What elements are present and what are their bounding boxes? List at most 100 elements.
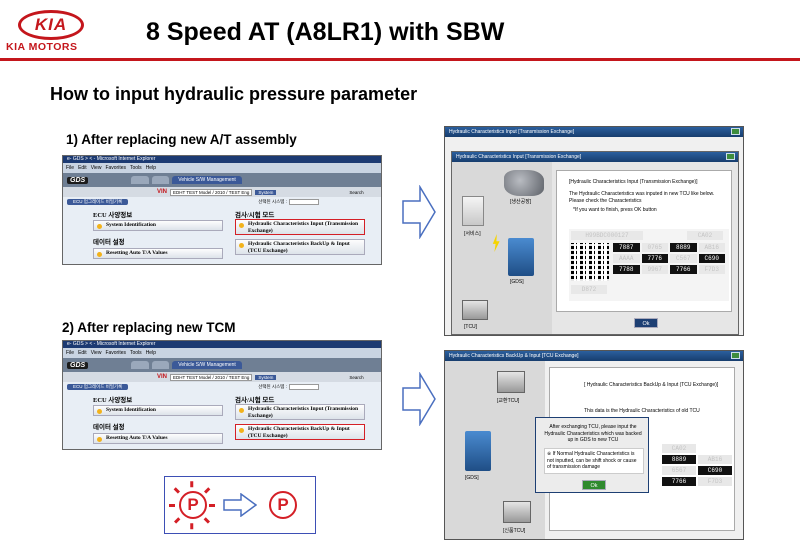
header-rule — [0, 58, 800, 61]
test-mode-heading: 검사/시험 모드 — [235, 212, 275, 219]
menu-item-tools[interactable]: Tools — [130, 165, 142, 171]
inner-dialog-title: Hydraulic Characteristics Input [Transmi… — [452, 152, 738, 162]
park-shift-box: P P — [164, 476, 316, 534]
park-flash-icon: P — [179, 491, 207, 519]
crumb-row: ECU 업그레이드 비밀기록 선택된 시스템 : — [63, 197, 381, 207]
data-setting-heading: 데이터 설정 — [93, 424, 125, 431]
code-header: H99BDC000127 — [571, 231, 643, 240]
resetting-button[interactable]: Resetting Auto T/A Values — [93, 248, 223, 259]
code-cell: 9967 — [641, 265, 668, 274]
selected-system-field — [288, 199, 319, 205]
vin-field[interactable]: EDHT TEST Model / 2010 / TEST Eng — [170, 373, 253, 381]
diagram-pane: [교환TCU] [GDS] [신품TCU] — [445, 361, 545, 539]
window-title: e- GDS > < - Microsoft Internet Explorer — [63, 341, 381, 348]
menu-item-edit[interactable]: Edit — [78, 165, 87, 171]
gds-topbar: GDS Vehicle S/W Management — [63, 173, 381, 187]
menu-item-favorites[interactable]: Favorites — [105, 350, 126, 356]
button-label: Hydraulic Characteristics BackUp & Input… — [248, 426, 350, 439]
bullet-icon — [97, 409, 102, 414]
resetting-button[interactable]: Resetting Auto T/A Values — [93, 433, 223, 444]
gds-logo: GDS — [67, 361, 89, 369]
tcu-label: [TCU] — [464, 324, 478, 330]
data-setting-heading: 데이터 설정 — [93, 239, 125, 246]
button-label: Hydraulic Characteristics Input (Transmi… — [248, 221, 359, 234]
menu-item-view[interactable]: View — [90, 165, 102, 171]
gds-logo: GDS — [67, 176, 89, 184]
code-cell: 7887 — [613, 243, 640, 252]
vin-label: VIN — [157, 189, 168, 195]
menu-item-tools[interactable]: Tools — [130, 350, 142, 356]
close-icon[interactable] — [731, 128, 740, 135]
new-tcu-icon — [503, 501, 531, 523]
popup-warning: ※ If Normal Hydraulic Characteristics is… — [544, 448, 644, 474]
tab-blank-1[interactable] — [131, 176, 149, 184]
dialog-title: Hydraulic Characteristics Input [Transmi… — [445, 127, 743, 137]
hydraulic-input-button[interactable]: Hydraulic Characteristics Input (Transmi… — [235, 219, 365, 235]
park-icon: P — [269, 491, 297, 519]
tab-blank-1[interactable] — [131, 361, 149, 369]
menu-item-file[interactable]: File — [66, 350, 75, 356]
breadcrumb[interactable]: ECU 업그레이드 비밀기록 — [67, 384, 129, 390]
bullet-icon — [239, 428, 244, 433]
code-cell: 7788 — [613, 265, 640, 274]
hydraulic-backup-button[interactable]: Hydraulic Characteristics BackUp & Input… — [235, 239, 365, 255]
menu-item-file[interactable]: File — [66, 165, 75, 171]
vin-bar: VIN EDHT TEST Model / 2010 / TEST Eng Sy… — [63, 187, 381, 197]
system-button[interactable]: System — [255, 374, 277, 380]
bullet-icon — [239, 243, 244, 248]
server-icon — [462, 196, 484, 226]
code-cell: C690 — [698, 466, 732, 475]
menu-item-help[interactable]: Help — [145, 350, 156, 356]
hydraulic-backup-dialog: Hydraulic Characteristics BackUp & Input… — [444, 350, 744, 540]
tab-blank-2[interactable] — [151, 361, 170, 369]
gds-device-icon — [465, 431, 491, 471]
flash-ray — [190, 481, 194, 488]
flash-ray — [190, 523, 194, 530]
ok-button[interactable]: Ok — [634, 318, 658, 328]
info-heading: [ Hydraulic Characteristics BackUp & Inp… — [584, 382, 719, 388]
code-cell: C690 — [698, 254, 725, 263]
menu-item-help[interactable]: Help — [145, 165, 156, 171]
gds-device-icon — [508, 238, 534, 276]
tab-vehicle-sw-management[interactable]: Vehicle S/W Management — [172, 176, 242, 184]
close-icon[interactable] — [726, 153, 735, 160]
breadcrumb[interactable]: ECU 업그레이드 비밀기록 — [67, 199, 129, 205]
step-2-label: 2) After replacing new TCM — [62, 320, 236, 335]
old-tcu-icon — [497, 371, 525, 393]
code-grid: CA02 8889 AB16 6567 C690 7766 F7D3 — [662, 444, 732, 486]
crumb-row: ECU 업그레이드 비밀기록 선택된 시스템 : — [63, 382, 381, 392]
dialog-title-text: Hydraulic Characteristics BackUp & Input… — [449, 353, 579, 359]
gds-topbar: GDS Vehicle S/W Management — [63, 358, 381, 372]
tab-blank-2[interactable] — [151, 176, 170, 184]
section-subtitle: How to input hydraulic pressure paramete… — [50, 84, 418, 104]
search-link[interactable]: Search — [349, 189, 364, 195]
system-identification-button[interactable]: System Identification — [93, 220, 223, 231]
hydraulic-backup-button[interactable]: Hydraulic Characteristics BackUp & Input… — [235, 424, 365, 440]
qr-code-icon — [571, 243, 609, 281]
vin-field[interactable]: EDHT TEST Model / 2010 / TEST Eng — [170, 188, 253, 196]
menu-item-view[interactable]: View — [90, 350, 102, 356]
menu-item-favorites[interactable]: Favorites — [105, 165, 126, 171]
tab-vehicle-sw-management[interactable]: Vehicle S/W Management — [172, 361, 242, 369]
hydraulic-input-button[interactable]: Hydraulic Characteristics Input (Transmi… — [235, 404, 365, 420]
code-cell: 7766 — [662, 477, 696, 486]
gds-label: [GDS] — [510, 279, 524, 285]
ecu-info-heading: ECU 사양정보 — [93, 397, 133, 404]
window-title: e- GDS > < - Microsoft Internet Explorer — [63, 156, 381, 163]
code-cell-empty — [698, 444, 732, 453]
inner-dialog-title-text: Hydraulic Characteristics Input [Transmi… — [456, 154, 582, 160]
kia-logo-text: KIA MOTORS — [6, 41, 78, 53]
menu-item-edit[interactable]: Edit — [78, 350, 87, 356]
popup-ok-button[interactable]: Ok — [582, 480, 606, 490]
menu-bar: File Edit View Favorites Tools Help — [63, 163, 381, 173]
close-icon[interactable] — [731, 352, 740, 359]
system-button[interactable]: System — [255, 189, 277, 195]
code-cell: CA02 — [662, 444, 696, 453]
arrow-right-icon — [402, 372, 436, 426]
button-label: Hydraulic Characteristics Input (Transmi… — [248, 406, 359, 419]
button-label: Resetting Auto T/A Values — [106, 250, 168, 256]
ecu-info-heading: ECU 사양정보 — [93, 212, 133, 219]
system-identification-button[interactable]: System Identification — [93, 405, 223, 416]
selected-system-field — [288, 384, 319, 390]
search-link[interactable]: Search — [349, 374, 364, 380]
